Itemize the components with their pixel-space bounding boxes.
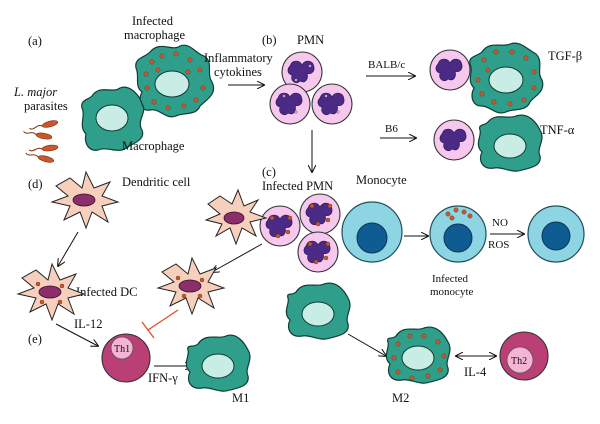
panel-label-b: (b) xyxy=(262,33,277,47)
infected-macrophage-balbc xyxy=(469,42,544,114)
balbc-label: BALB/c xyxy=(368,59,405,71)
macrophage-cell xyxy=(81,86,145,151)
b6-label: B6 xyxy=(385,123,398,135)
il12-label: IL-12 xyxy=(74,317,102,331)
th2-label: Th2 xyxy=(511,356,527,367)
pmn-cell xyxy=(311,83,353,125)
th1-cell: Th1 xyxy=(101,333,151,383)
dendritic-cell xyxy=(50,170,120,230)
monocyte-cell-after xyxy=(527,205,585,263)
inflammatory-label-1: Inflammatory xyxy=(204,51,273,65)
th2-cell: Th2 xyxy=(499,331,549,381)
monocyte-cell xyxy=(341,201,403,263)
infected-pmn-cluster xyxy=(259,193,341,273)
monocyte-label: Monocyte xyxy=(356,173,407,187)
macrophage-b6 xyxy=(477,114,543,172)
panel-label-a: (a) xyxy=(28,34,42,48)
panel-label-e: (e) xyxy=(28,332,42,346)
infected-dc-label: Infected DC xyxy=(76,285,137,299)
ifn-gamma-label: IFN-γ xyxy=(148,371,178,385)
infected-monocyte-cell xyxy=(429,205,487,263)
tgf-beta-label: TGF-β xyxy=(548,49,582,63)
macrophage-label: Macrophage xyxy=(122,139,185,153)
infected-pmn-label: Infected PMN xyxy=(262,179,333,193)
infected-macrophage-label-2: macrophage xyxy=(124,28,186,42)
intracellular-parasites xyxy=(143,51,206,111)
m1-macrophage xyxy=(185,334,251,392)
macrophage-center xyxy=(285,282,351,340)
m2-label: M2 xyxy=(392,391,409,405)
infected-pmn-cell xyxy=(299,193,341,235)
arrow-infected-dc-to-th1 xyxy=(55,323,98,346)
infected-monocyte-label-2: monocyte xyxy=(430,286,473,298)
infected-pmn-cell xyxy=(259,205,301,247)
infected-macrophage-cell xyxy=(135,44,215,118)
ros-label: ROS xyxy=(488,239,509,251)
dendritic-cell-label: Dendritic cell xyxy=(122,175,191,189)
no-label: NO xyxy=(492,217,508,229)
m1-label: M1 xyxy=(232,391,249,405)
infected-pmn-cell xyxy=(297,231,339,273)
l-major-parasites xyxy=(23,120,59,163)
tnf-alpha-label: TNF-α xyxy=(540,123,575,137)
arrow-dc-to-infected-dc xyxy=(58,231,79,266)
il4-label: IL-4 xyxy=(464,365,487,379)
pmn-cell xyxy=(269,83,311,125)
arrow-to-m2 xyxy=(347,333,386,356)
m2-macrophage xyxy=(385,326,451,384)
pmn-cell-balbc xyxy=(429,49,471,91)
dendritic-cell-c xyxy=(204,188,268,246)
inhibition-arrow xyxy=(141,309,179,339)
arrow-pmn-to-dc xyxy=(212,243,263,272)
pmn-label: PMN xyxy=(297,33,324,47)
infected-dendritic-cell-2 xyxy=(156,256,226,316)
infected-macrophage-label-1: Infected xyxy=(132,14,174,28)
panel-label-c: (c) xyxy=(262,165,276,179)
pmn-cluster xyxy=(269,51,353,125)
pmn-cell-b6 xyxy=(433,119,475,161)
parasites-label: parasites xyxy=(24,99,68,113)
inflammatory-label-2: cytokines xyxy=(214,65,262,79)
parasites-label-italic: L. major xyxy=(13,85,57,99)
infected-monocyte-label-1: Infected xyxy=(432,273,469,285)
th1-label: Th1 xyxy=(114,344,130,355)
infected-dendritic-cell xyxy=(16,262,86,322)
panel-label-d: (d) xyxy=(28,177,43,191)
